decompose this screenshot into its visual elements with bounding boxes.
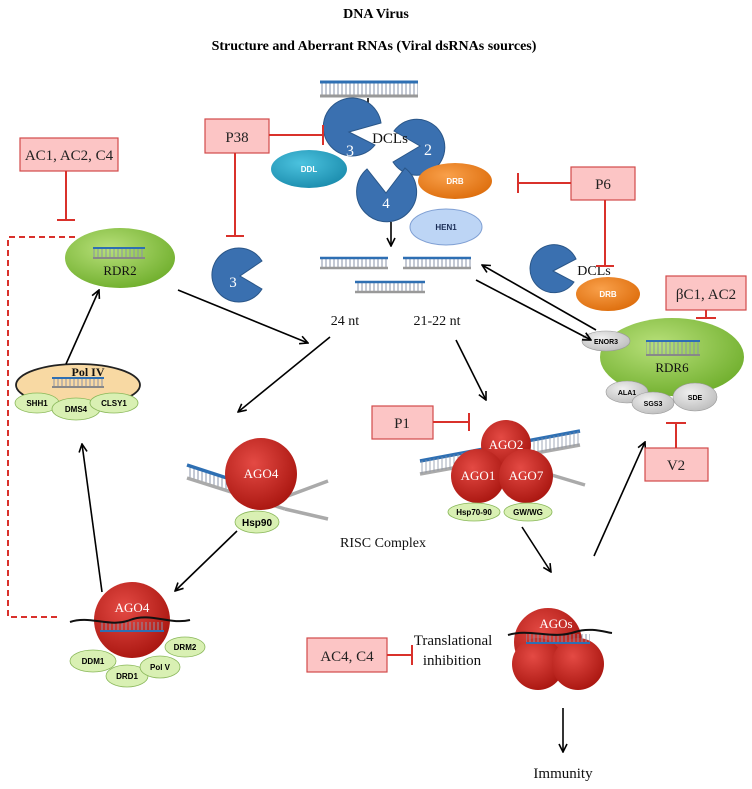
arrow-srnas-to-rdr6: [475, 279, 591, 340]
arrow-poliv-to-rdr2: [65, 290, 99, 365]
drd1-label: DRD1: [116, 672, 138, 681]
dms4-label: DMS4: [65, 405, 88, 414]
rdr2-enzyme: RDR2: [65, 228, 175, 288]
rdr2-label: RDR2: [103, 263, 136, 278]
ago2-label: AGO2: [489, 437, 524, 452]
hsp70-90-label: Hsp70-90: [456, 508, 492, 517]
dcl3-enzyme: 3: [322, 97, 382, 160]
dashed-inhibit-link: [7, 236, 75, 618]
flow-arrows: [65, 265, 645, 593]
arrow-rdr2-to-24nt: [177, 289, 308, 343]
agos-complex: AGOs: [507, 608, 613, 690]
hen1-protein: HEN1: [409, 208, 483, 246]
inhibitor-ac1-ac2-c4: AC1, AC2, C4: [7, 137, 119, 618]
agos-label: AGOs: [539, 616, 572, 631]
ac4-c4-label: AC4, C4: [320, 649, 374, 665]
inhibition-label: inhibition: [423, 653, 482, 669]
viral-dsrna-top: [320, 80, 418, 98]
clsy1-label: CLSY1: [101, 399, 127, 408]
ddm1-label: DDM1: [82, 657, 105, 666]
arrow-rdr6-to-srnas: [482, 265, 597, 331]
diagram-title: DNA Virus: [343, 7, 409, 22]
ago4-mid-complex: AGO4 Hsp90: [186, 438, 329, 534]
inhibitor-bc1-ac2: βC1, AC2: [665, 275, 747, 319]
bc1-ac2-label: βC1, AC2: [676, 287, 736, 303]
pol-iv-complex: Pol IV SHH1 DMS4 CLSY1: [14, 363, 141, 421]
arrow-ago4-bottom-to-poliv: [82, 444, 103, 593]
dcl2-label: 2: [424, 142, 432, 159]
p1-label: P1: [394, 416, 410, 432]
ago4-mid-label: AGO4: [244, 466, 279, 481]
ago4-bottom-label: AGO4: [115, 600, 150, 615]
ddl-protein: DDL: [271, 150, 347, 188]
drb-side-label: DRB: [599, 290, 617, 299]
gw-wg-label: GW/WG: [513, 508, 543, 517]
dcl3-free-label: 3: [229, 275, 237, 291]
hsp90-label: Hsp90: [242, 518, 272, 529]
risc-label: RISC Complex: [340, 536, 426, 551]
arrow-ago4-to-ago4-bottom: [175, 530, 238, 591]
dcl4-enzyme: 4: [356, 167, 418, 223]
ac1-ac2-c4-label: AC1, AC2, C4: [25, 148, 114, 164]
rdr6-complex: RDR6 ENOR3 ALA1 SGS3 SDE: [581, 318, 744, 415]
drb-side-protein: DRB: [576, 277, 640, 311]
pol-v-label: Pol V: [150, 663, 171, 672]
nt2122-label: 21-22 nt: [413, 314, 460, 329]
p6-label: P6: [595, 177, 611, 193]
dcl3-label: 3: [346, 143, 354, 160]
ago7-label: AGO7: [509, 468, 544, 483]
inhibitor-v2: V2: [644, 422, 709, 482]
shh1-label: SHH1: [26, 399, 48, 408]
risc-complex: AGO2 AGO1 AGO7 Hsp70-90 GW/WG: [419, 420, 586, 522]
inhibitor-p38: P38: [204, 118, 324, 237]
p38-label: P38: [225, 130, 248, 146]
drb-protein: DRB: [418, 163, 492, 199]
translational-label: Translational: [414, 633, 493, 649]
drm2-label: DRM2: [174, 643, 197, 652]
arrow-24nt-to-ago4: [238, 336, 331, 412]
nt24-label: 24 nt: [331, 314, 360, 329]
inhibitor-ac4-c4: AC4, C4: [306, 637, 413, 673]
ago4-bottom-complex: AGO4 DDM1 DRD1 Pol V DRM2: [69, 582, 206, 688]
inhibitor-p6: P6: [517, 166, 636, 267]
ago1-label: AGO1: [461, 468, 496, 483]
v2-label: V2: [667, 458, 685, 474]
dcl3-free-enzyme: 3: [211, 247, 263, 303]
drb-label: DRB: [446, 177, 464, 186]
dcl4-label: 4: [382, 196, 390, 212]
ala1-label: ALA1: [618, 390, 636, 397]
diagram-subtitle: Structure and Aberrant RNAs (Viral dsRNA…: [212, 39, 537, 54]
sgs3-label: SGS3: [644, 401, 663, 408]
ddl-label: DDL: [301, 165, 318, 174]
arrow-agos-to-rdr6: [593, 442, 645, 557]
dcls-side-label: DCLs: [577, 264, 610, 279]
immunity-label: Immunity: [533, 766, 593, 782]
dcls-label: DCLs: [372, 131, 408, 147]
sde-label: SDE: [688, 395, 703, 402]
inhibitor-p1: P1: [371, 405, 470, 440]
pol-iv-label: Pol IV: [72, 365, 105, 379]
dcls-side-enzyme: [529, 244, 577, 294]
arrow-2122nt-to-risc: [455, 339, 486, 400]
arrow-risc-to-agos: [521, 526, 551, 572]
enor3-label: ENOR3: [594, 339, 618, 346]
rdr6-label: RDR6: [655, 360, 689, 375]
hen1-label: HEN1: [435, 223, 457, 232]
small-rnas: [320, 256, 471, 294]
